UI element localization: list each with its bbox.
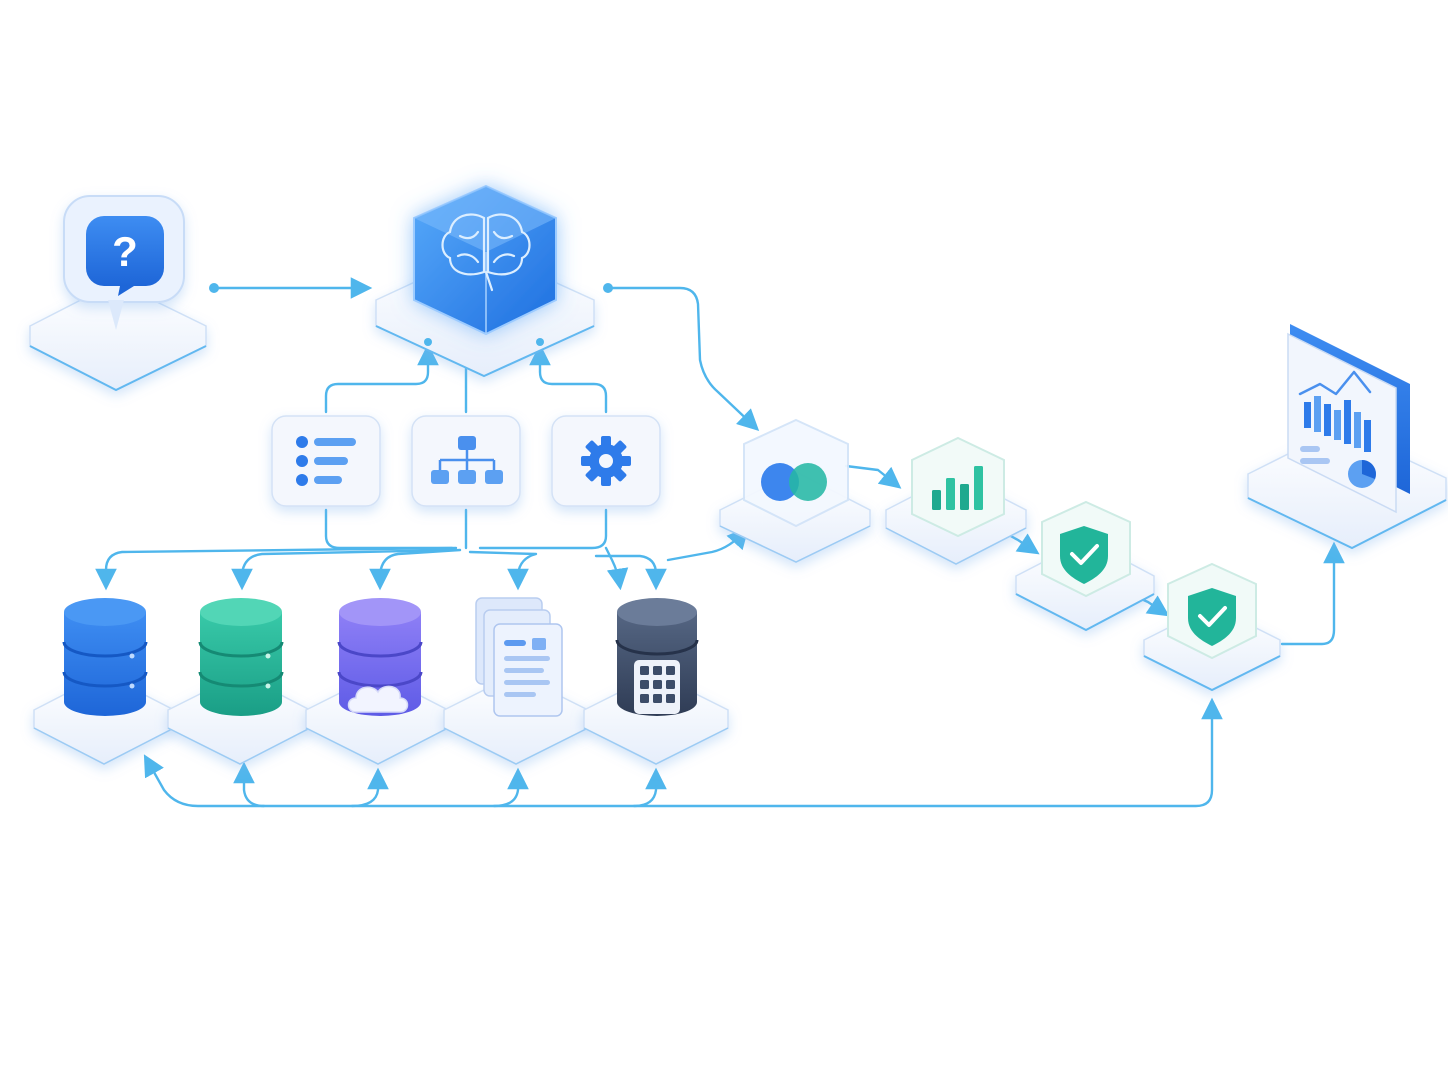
node-tool-hierarchy[interactable] [411, 415, 521, 507]
connectors [95, 277, 1345, 808]
shield-check-icon [1060, 526, 1108, 584]
edge-to-db-green [231, 548, 458, 591]
list-icon [296, 436, 356, 486]
edge-list-down [324, 508, 454, 550]
node-analytics[interactable] [885, 436, 1027, 565]
cloud-database-icon [337, 598, 423, 716]
hierarchy-icon [431, 436, 503, 484]
edge-tools-to-brain [324, 343, 439, 414]
documents-icon [475, 597, 563, 717]
edge-loop-db-green [233, 761, 266, 808]
node-validate-1[interactable] [1015, 500, 1155, 632]
shield-check-icon [1188, 588, 1236, 646]
gear-icon [581, 436, 631, 486]
connector-dot [209, 283, 219, 293]
question-bubble-icon [86, 216, 164, 286]
database-icon [198, 598, 284, 716]
node-dashboard[interactable] [1247, 324, 1447, 550]
edge-settings-to-brain [529, 343, 608, 414]
node-ai-brain[interactable] [375, 184, 595, 378]
database-icon [62, 598, 148, 716]
edge-loop-db-cloud [350, 767, 389, 808]
calculator-database-icon [615, 598, 699, 716]
node-db-calculator[interactable] [615, 598, 699, 716]
edge-loop-db-calc [632, 767, 667, 808]
bar-chart-icon [932, 466, 983, 510]
edge-brain-to-merge [606, 286, 760, 431]
edge-loop-documents [492, 767, 529, 808]
brain-icon [441, 213, 531, 292]
node-merge[interactable] [719, 418, 871, 563]
node-validate-2[interactable] [1143, 562, 1281, 692]
edge-loop-bottom [143, 697, 1223, 808]
connector-dot [603, 283, 613, 293]
node-tool-settings[interactable] [551, 415, 661, 507]
glass-hex [911, 436, 1005, 538]
edge-to-db-blue [95, 546, 458, 591]
edge-to-documents [468, 550, 538, 591]
edge-validate2-to-dashboard [1280, 541, 1345, 646]
node-question[interactable]: ? [29, 195, 207, 392]
dashboard-icon [1287, 324, 1410, 514]
node-db-cloud[interactable] [337, 598, 423, 716]
edge-to-db-cloud [369, 548, 462, 591]
node-db-blue[interactable] [62, 598, 148, 716]
edge-calc-to-merge [666, 526, 749, 562]
edge-settings-down [478, 508, 608, 550]
question-mark: ? [112, 228, 138, 275]
overlap-circles-icon [761, 463, 827, 501]
node-db-green[interactable] [198, 598, 284, 716]
edge-to-db-calc-a [604, 546, 629, 591]
edge-to-db-calc-b [594, 554, 667, 591]
edge-merge-to-analytics [844, 464, 902, 489]
node-tool-list[interactable] [271, 415, 381, 507]
node-documents[interactable] [475, 597, 563, 717]
